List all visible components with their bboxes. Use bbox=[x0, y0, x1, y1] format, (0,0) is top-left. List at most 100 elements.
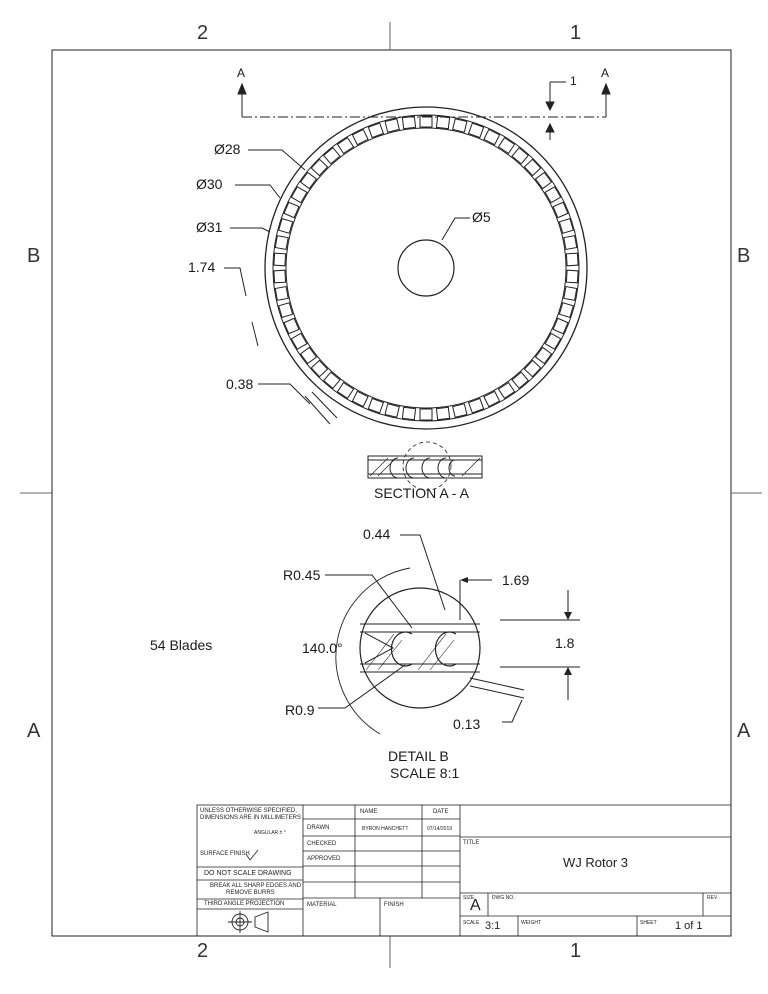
rotor-blade bbox=[452, 118, 468, 133]
rotor-blade bbox=[283, 317, 300, 335]
tb-drawn-name: BYRON HANCHETT bbox=[362, 826, 409, 832]
tb-rev-label: REV bbox=[707, 895, 718, 901]
detail-arrowheads bbox=[460, 577, 572, 675]
rotor-blade bbox=[322, 147, 341, 165]
dim-dia-30: Ø30 bbox=[196, 176, 223, 192]
section-mark-right: A bbox=[601, 66, 610, 80]
rotor-blade bbox=[278, 218, 294, 234]
dim-169: 1.69 bbox=[502, 572, 530, 588]
tb-break-edges-line1: BREAK ALL SHARP EDGES AND bbox=[210, 883, 302, 889]
rotor-blade bbox=[534, 171, 553, 190]
rotor-blade bbox=[552, 317, 569, 335]
dim-r09: R0.9 bbox=[285, 702, 315, 718]
zone-bottom-2: 2 bbox=[197, 940, 209, 962]
rotor-front-view bbox=[264, 106, 588, 430]
rotor-blade bbox=[336, 381, 355, 399]
tb-material-label: MATERIAL bbox=[307, 902, 337, 908]
dim-r045: R0.45 bbox=[283, 567, 321, 583]
tb-projection: THIRD ANGLE PROJECTION bbox=[204, 901, 285, 907]
zone-ticks bbox=[20, 22, 762, 968]
rotor-blade bbox=[351, 390, 369, 408]
rotor-blade bbox=[563, 285, 578, 301]
tb-sheet-label: SHEET bbox=[640, 920, 657, 926]
rotor-blade bbox=[367, 397, 385, 414]
zone-top-2: 2 bbox=[197, 22, 209, 44]
tb-size: A bbox=[470, 897, 481, 914]
tb-name-header: NAME bbox=[360, 809, 378, 815]
rotor-blade bbox=[310, 359, 329, 378]
tb-sheet: 1 of 1 bbox=[675, 920, 703, 932]
rotor-blade bbox=[565, 269, 579, 284]
tb-drawn-label: DRAWN bbox=[307, 825, 330, 831]
tb-title-label: TITLE bbox=[463, 840, 480, 846]
rotor-blade bbox=[278, 302, 294, 318]
rotor-blade bbox=[452, 403, 468, 418]
rotor-blade bbox=[523, 158, 542, 177]
rotor-blade bbox=[552, 201, 569, 219]
leader-lines-main bbox=[224, 149, 470, 425]
dim-18: 1.8 bbox=[555, 635, 575, 651]
section-label: SECTION A - A bbox=[374, 485, 469, 501]
rotor-blade bbox=[273, 269, 287, 284]
rotor-blade bbox=[544, 186, 562, 204]
rotor-blade bbox=[283, 201, 300, 219]
tb-tolerance-line1: UNLESS OTHERWISE SPECIFIED, bbox=[200, 808, 297, 814]
zone-right-b: B bbox=[737, 245, 751, 267]
section-view bbox=[367, 441, 483, 491]
rotor-blade bbox=[367, 122, 385, 139]
surface-finish-symbol bbox=[245, 849, 259, 861]
tb-drawn-date: 07/14/2019 bbox=[427, 826, 453, 832]
tb-checked-label: CHECKED bbox=[307, 841, 337, 847]
dim-dia-5: Ø5 bbox=[472, 209, 491, 225]
third-angle-projection-icon bbox=[228, 911, 269, 933]
tb-tolerance-line2: DIMENSIONS ARE IN MILLIMETERS bbox=[200, 815, 302, 821]
tb-dwg-label: DWG NO. bbox=[492, 895, 515, 901]
rotor-blade bbox=[565, 252, 579, 267]
tb-scale-label: SCALE bbox=[463, 920, 480, 926]
tb-no-scale: DO NOT SCALE DRAWING bbox=[204, 870, 292, 877]
dim-044: 0.44 bbox=[363, 526, 391, 542]
rotor-blade bbox=[310, 158, 329, 177]
rotor-blade bbox=[483, 128, 501, 146]
dim-blade-pitch: 1.74 bbox=[188, 259, 216, 275]
rotor-blade bbox=[467, 122, 485, 139]
rotor-blade bbox=[351, 128, 369, 146]
rotor-blade bbox=[558, 218, 574, 234]
zone-left-a: A bbox=[27, 720, 41, 742]
center-bore bbox=[397, 239, 455, 297]
rotor-blade bbox=[322, 371, 341, 389]
rotor-blade bbox=[384, 403, 400, 418]
rotor-blade bbox=[419, 408, 433, 421]
dim-dia-28: Ø28 bbox=[214, 141, 241, 157]
rotor-blade bbox=[467, 397, 485, 414]
tb-approved-label: APPROVED bbox=[307, 856, 341, 862]
rotor-blade bbox=[534, 346, 553, 365]
rotor-blade bbox=[544, 332, 562, 350]
rotor-blade bbox=[497, 381, 516, 399]
rotor-blades bbox=[273, 115, 579, 421]
rotor-blade bbox=[290, 332, 308, 350]
dim-angle-140: 140.0° bbox=[302, 640, 343, 656]
rotor-blade bbox=[299, 346, 318, 365]
rotor-blade bbox=[435, 406, 451, 421]
tb-break-edges-line2: REMOVE BURRS bbox=[226, 890, 275, 896]
detail-view bbox=[318, 534, 580, 735]
rotor-blade bbox=[419, 115, 433, 128]
rotor-blade bbox=[435, 115, 451, 130]
rotor-blade bbox=[523, 359, 542, 378]
title-block-grid bbox=[196, 804, 732, 937]
dim-dia-31: Ø31 bbox=[196, 219, 223, 235]
detail-scale: SCALE 8:1 bbox=[390, 765, 460, 781]
rotor-blade bbox=[384, 118, 400, 133]
rotor-blade bbox=[401, 406, 417, 421]
rotor-blade bbox=[274, 285, 289, 301]
rotor-blade bbox=[558, 302, 574, 318]
zone-right-a: A bbox=[737, 720, 751, 742]
section-cut-line bbox=[237, 81, 611, 140]
zone-bottom-1: 1 bbox=[570, 940, 582, 962]
rotor-blade bbox=[483, 390, 501, 408]
tb-angular: ANGULAR ± ° bbox=[254, 830, 286, 836]
rotor-blade bbox=[511, 147, 530, 165]
rotor-blade bbox=[290, 186, 308, 204]
